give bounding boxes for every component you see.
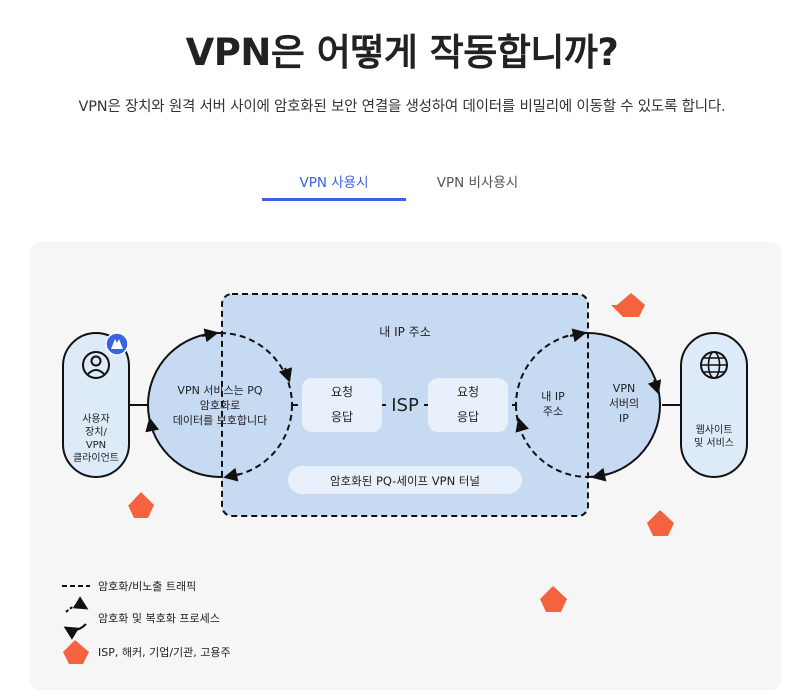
right-response-label: 응답	[457, 410, 479, 424]
right-arrow-right	[647, 379, 662, 395]
tunnel-label-pill	[288, 466, 522, 494]
left-circle-line-1: VPN 서비스는 PQ	[177, 384, 262, 397]
right-request-label: 요청	[457, 385, 479, 399]
left-response-label: 응답	[331, 410, 353, 424]
active-tab-indicator	[262, 198, 406, 201]
left-arc-top	[219, 332, 293, 406]
page-subtitle: VPN은 장치와 원격 서버 사이에 암호화된 보안 연결을 생성하여 데이터를…	[78, 99, 726, 115]
ip-box-title: 내 IP 주소	[379, 325, 431, 339]
legend-label-traffic: 암호화/비노출 트래픽	[98, 580, 196, 593]
tab-with-vpn[interactable]: VPN 사용시	[299, 175, 369, 191]
left-arrow-bottom	[223, 467, 241, 482]
my-ip-line-1: 내 IP	[541, 390, 565, 403]
website-label-line-1: 웹사이트	[696, 424, 733, 436]
threat-hexagon-icon	[128, 492, 154, 518]
vpn-shield-icon	[105, 332, 129, 356]
legend-label-threats: ISP, 해커, 기업/기관, 고용주	[98, 645, 231, 659]
circular-arrows-icon	[63, 596, 89, 640]
left-arrow-right	[278, 367, 293, 383]
my-ip-line-2: 주소	[543, 405, 563, 418]
user-icon	[82, 351, 110, 379]
left-circle-line-3: 데이터를 보호합니다	[173, 414, 268, 427]
client-device-pill	[62, 332, 130, 478]
right-request-pill	[428, 378, 508, 432]
threat-hexagon-icon	[611, 293, 645, 317]
left-circle-line-2: 암호화로	[200, 399, 240, 412]
legend-label-encryption: 암호화 및 복호화 프로세스	[98, 612, 220, 625]
client-label-line-1: 사용자	[82, 413, 110, 425]
left-arrow-top	[201, 328, 219, 343]
website-label-line-2: 및 서비스	[694, 437, 734, 449]
left-request-label: 요청	[331, 385, 353, 399]
website-pill	[680, 332, 748, 478]
threat-hexagon-icon	[647, 510, 674, 536]
right-arrow-left	[515, 417, 529, 433]
left-request-pill	[302, 378, 382, 432]
right-arrow-top	[569, 328, 587, 343]
isp-label: ISP	[391, 395, 419, 416]
client-label-line-3: VPN	[86, 440, 106, 451]
threat-hexagon-icon	[540, 586, 567, 612]
tunnel-label: 암호화된 PQ-세이프 VPN 터널	[330, 474, 480, 488]
tab-without-vpn[interactable]: VPN 비사용시	[436, 175, 519, 191]
vpn-server-ip-line-2: 서버의	[609, 397, 639, 410]
isp-label-bg	[386, 392, 424, 416]
vpn-server-ip-line-1: VPN	[613, 382, 635, 395]
vpn-server-ip-line-3: IP	[619, 412, 629, 425]
page-title: VPN은 어떻게 작동합니까?	[185, 31, 619, 74]
hexagon-icon	[63, 640, 89, 664]
left-arc-bottom	[219, 404, 293, 478]
globe-icon	[700, 351, 728, 379]
client-label-line-2: 장치/	[85, 426, 107, 438]
client-label-line-4: 클라이언트	[73, 452, 119, 464]
right-arrow-bottom	[591, 467, 609, 482]
left-arrow-left	[145, 417, 160, 433]
